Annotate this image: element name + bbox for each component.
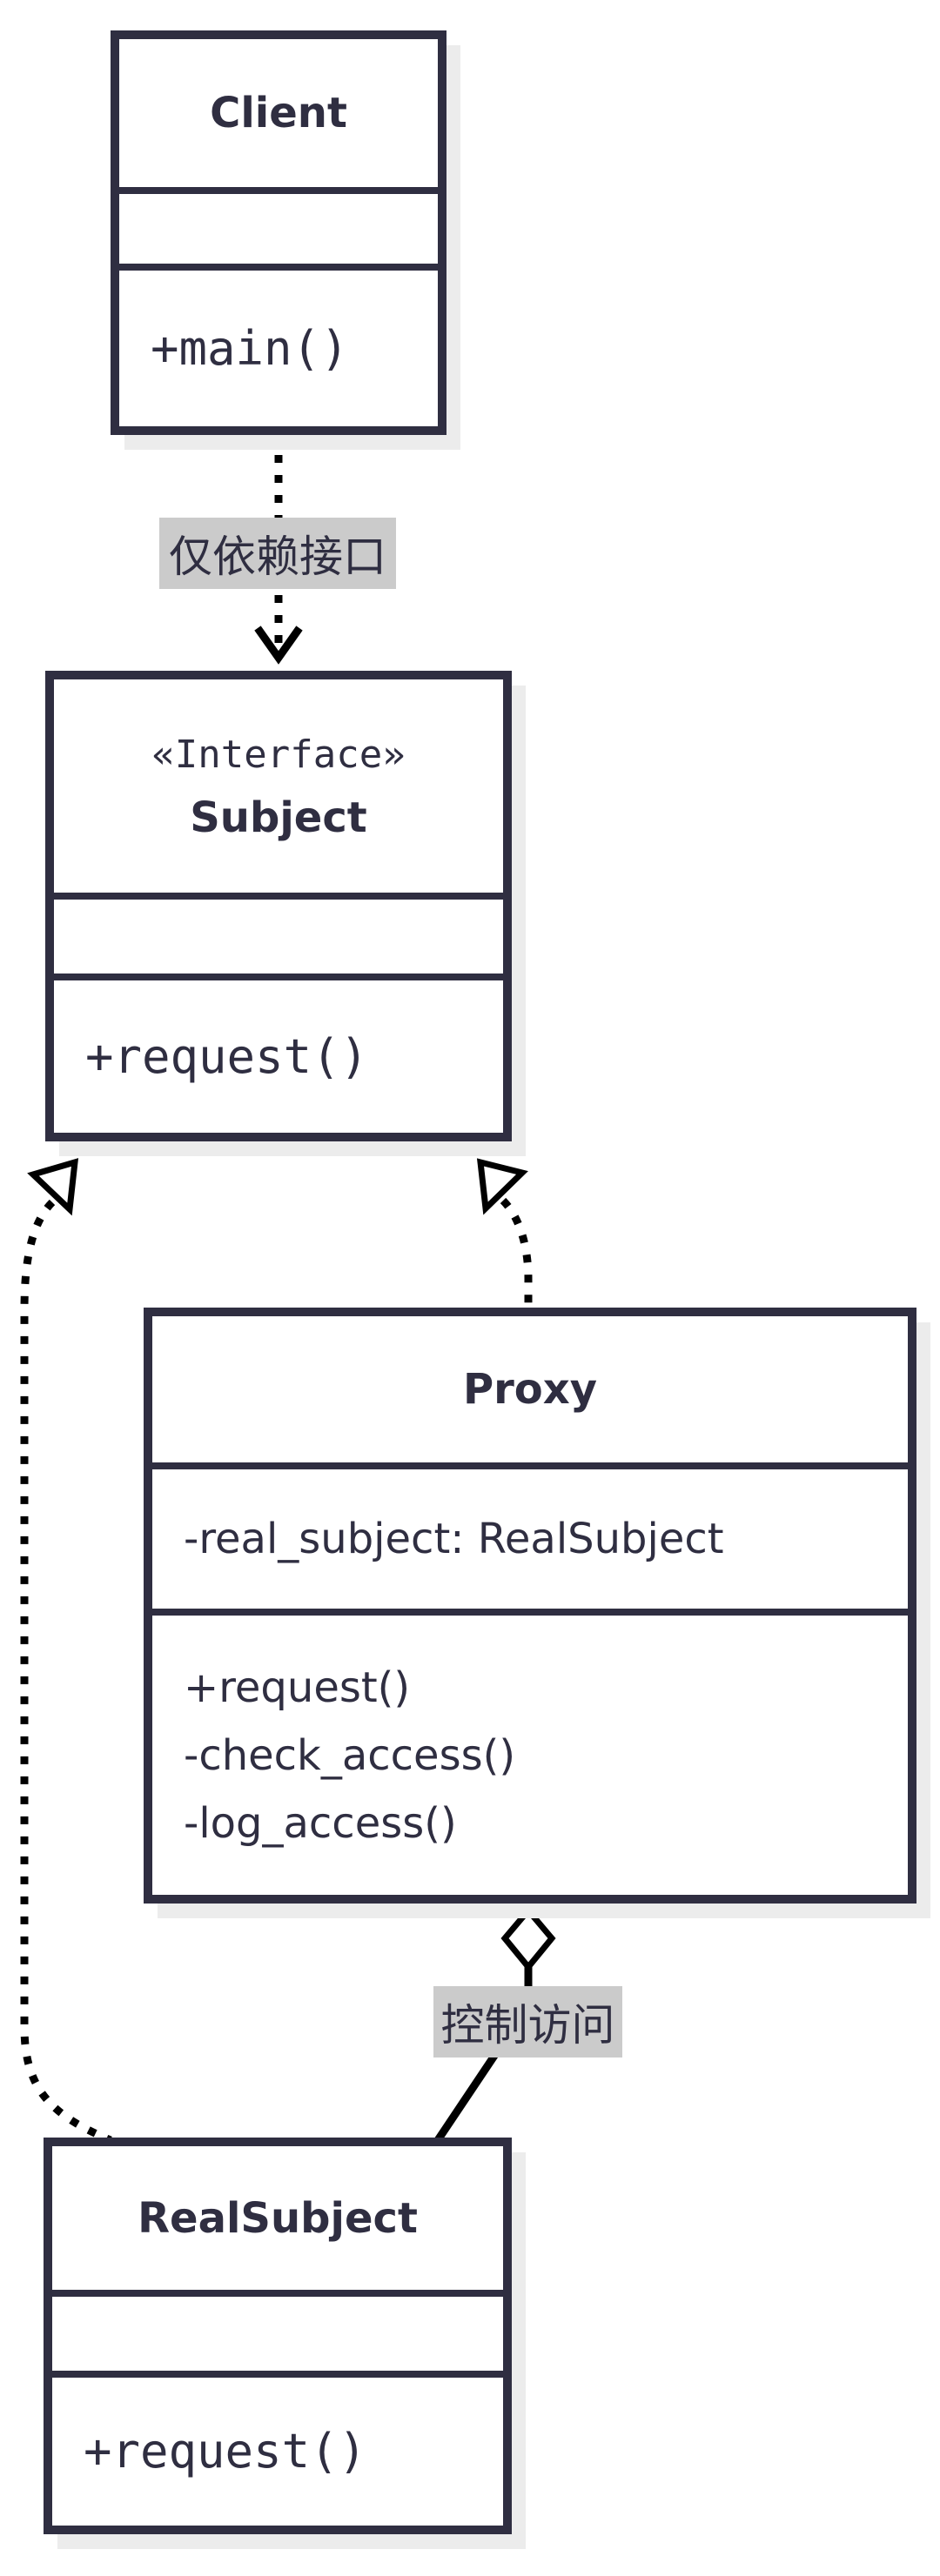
realization-triangle-icon-right <box>476 1158 528 1215</box>
method-item: +request() <box>85 1028 369 1084</box>
realization-dotted-line-left <box>20 1199 112 2144</box>
attribute-item: -real_subject: RealSubject <box>184 1515 724 1563</box>
method-item: -log_access() <box>184 1798 457 1848</box>
edge-label-aggregation-text: 控制访问 <box>440 2000 615 2051</box>
edge-label-dependency-text: 仅依赖接口 <box>169 532 386 582</box>
class-name: Client <box>210 89 347 137</box>
class-attributes-proxy: -real_subject: RealSubject <box>152 1462 908 1609</box>
edge-label-dependency: 仅依赖接口 <box>159 518 396 589</box>
class-name: Subject <box>190 793 367 842</box>
class-box-subject: «Interface» Subject +request() <box>45 671 512 1141</box>
class-attributes-realsubject-empty <box>52 2290 503 2371</box>
class-attributes-subject-empty <box>54 893 503 974</box>
aggregation-diamond-icon <box>500 1905 556 1972</box>
method-item: +request() <box>184 1663 411 1712</box>
realization-dotted-line-right <box>500 1197 533 1309</box>
class-title-subject: «Interface» Subject <box>54 679 503 893</box>
method-item: -check_access() <box>184 1730 516 1780</box>
stereotype-label: «Interface» <box>151 732 406 777</box>
method-item: +main() <box>151 320 349 376</box>
realization-triangle-icon-left <box>27 1158 79 1216</box>
class-methods-client: +main() <box>119 264 438 426</box>
class-name: Proxy <box>462 1365 598 1414</box>
class-title-client: Client <box>119 39 438 187</box>
class-methods-subject: +request() <box>54 974 503 1133</box>
edge-label-aggregation: 控制访问 <box>433 1986 622 2057</box>
class-name: RealSubject <box>138 2193 418 2243</box>
dependency-open-arrow-icon <box>254 626 303 665</box>
class-methods-proxy: +request() -check_access() -log_access() <box>152 1609 908 1895</box>
aggregation-line-lower <box>434 2040 507 2143</box>
class-box-client: Client +main() <box>111 30 446 435</box>
class-box-realsubject: RealSubject +request() <box>44 2138 512 2534</box>
class-title-proxy: Proxy <box>152 1316 908 1462</box>
class-attributes-client-empty <box>119 187 438 264</box>
method-item: +request() <box>84 2424 367 2479</box>
class-methods-realsubject: +request() <box>52 2371 503 2526</box>
class-box-proxy: Proxy -real_subject: RealSubject +reques… <box>144 1308 916 1904</box>
class-title-realsubject: RealSubject <box>52 2146 503 2290</box>
